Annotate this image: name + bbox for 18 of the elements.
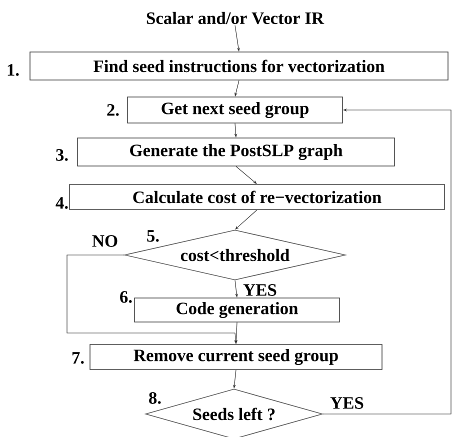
step-number: 7. <box>72 352 84 364</box>
step-number: 6. <box>120 291 132 303</box>
step-number: 8. <box>149 392 161 404</box>
process-box: Code generation <box>134 298 340 322</box>
process-box: Find seed instructions for vectorization <box>30 52 448 80</box>
edge-label: YES <box>330 397 364 409</box>
process-box: Generate the PostSLP graph <box>77 138 395 166</box>
process-box: Calculate cost of re−vectorization <box>69 184 445 210</box>
step-number: 3. <box>56 149 68 161</box>
process-box: Get next seed group <box>127 96 343 124</box>
step-number: 5. <box>147 230 159 242</box>
step-number: 2. <box>107 104 119 116</box>
process-box: Remove current seed group <box>90 344 382 370</box>
edge-label: YES <box>243 284 276 296</box>
step-number: 4. <box>56 197 68 209</box>
title-text: Scalar and/or Vector IR <box>146 12 324 24</box>
step-number: 1. <box>8 64 19 76</box>
edge-label: NO <box>92 235 118 247</box>
